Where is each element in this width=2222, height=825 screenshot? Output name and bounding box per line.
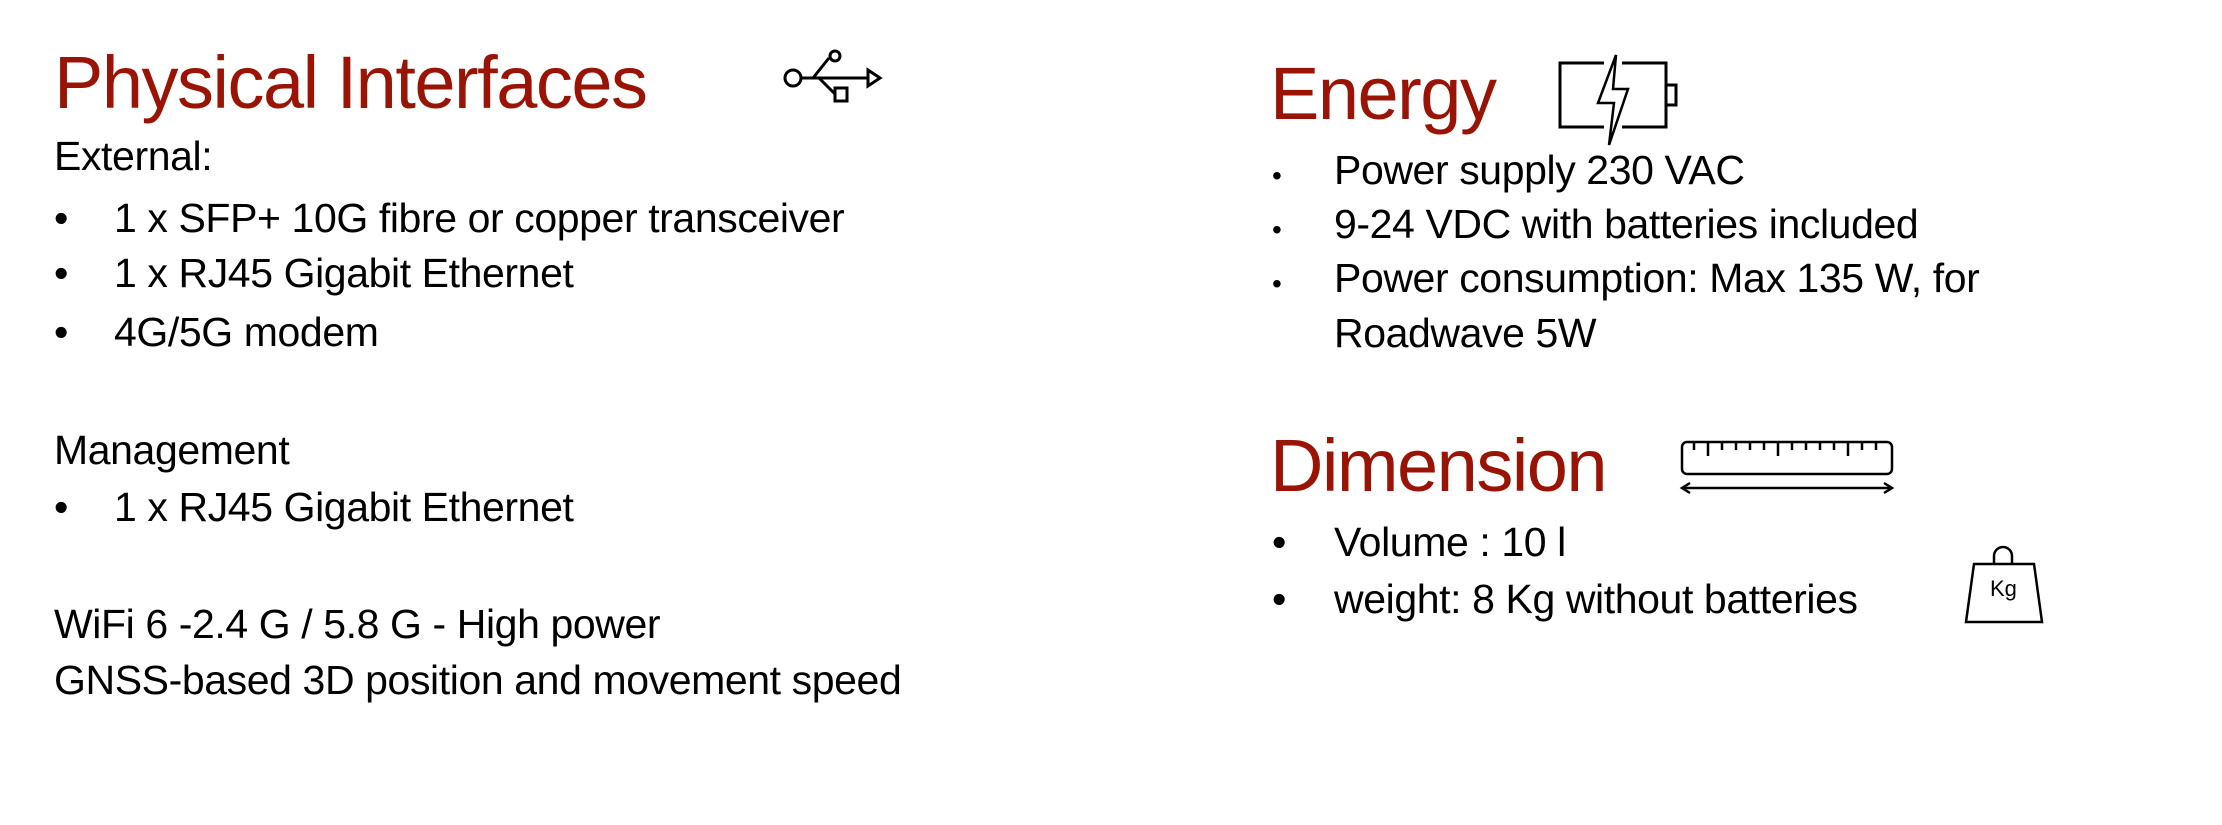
external-label: External: (54, 133, 213, 179)
bullet: • (1272, 214, 1282, 245)
bullet: • (1272, 268, 1282, 299)
ruler-icon (1679, 440, 1895, 495)
external-item: 4G/5G modem (114, 309, 379, 355)
battery-charging-icon (1558, 54, 1678, 146)
energy-item: Power supply 230 VAC (1334, 147, 1745, 193)
energy-item: 9-24 VDC with batteries included (1334, 201, 1919, 247)
wifi-text: WiFi 6 -2.4 G / 5.8 G - High power (54, 601, 661, 647)
bullet: • (1272, 576, 1287, 622)
usb-icon (783, 49, 883, 103)
management-item: 1 x RJ45 Gigabit Ethernet (114, 484, 574, 530)
dimension-title: Dimension (1270, 424, 1608, 507)
management-label: Management (54, 427, 290, 473)
bullet: • (54, 195, 69, 241)
bullet: • (54, 484, 69, 530)
dimension-item-weight: weight: 8 Kg without batteries (1334, 576, 1858, 622)
energy-item: Power consumption: Max 135 W, for (1334, 255, 1980, 301)
energy-item-continuation: Roadwave 5W (1334, 310, 1597, 356)
weight-icon: Kg (1962, 545, 2048, 626)
energy-title: Energy (1270, 52, 1497, 135)
external-item: 1 x SFP+ 10G fibre or copper transceiver (114, 195, 845, 241)
dimension-item-volume: Volume : 10 l (1334, 519, 1566, 565)
weight-icon-label: Kg (1990, 576, 2017, 601)
bullet: • (54, 250, 69, 296)
gnss-text: GNSS-based 3D position and movement spee… (54, 657, 902, 703)
bullet: • (1272, 160, 1282, 191)
bullet: • (1272, 519, 1287, 565)
physical-interfaces-title: Physical Interfaces (54, 41, 648, 124)
external-item: 1 x RJ45 Gigabit Ethernet (114, 250, 574, 296)
bullet: • (54, 309, 69, 355)
